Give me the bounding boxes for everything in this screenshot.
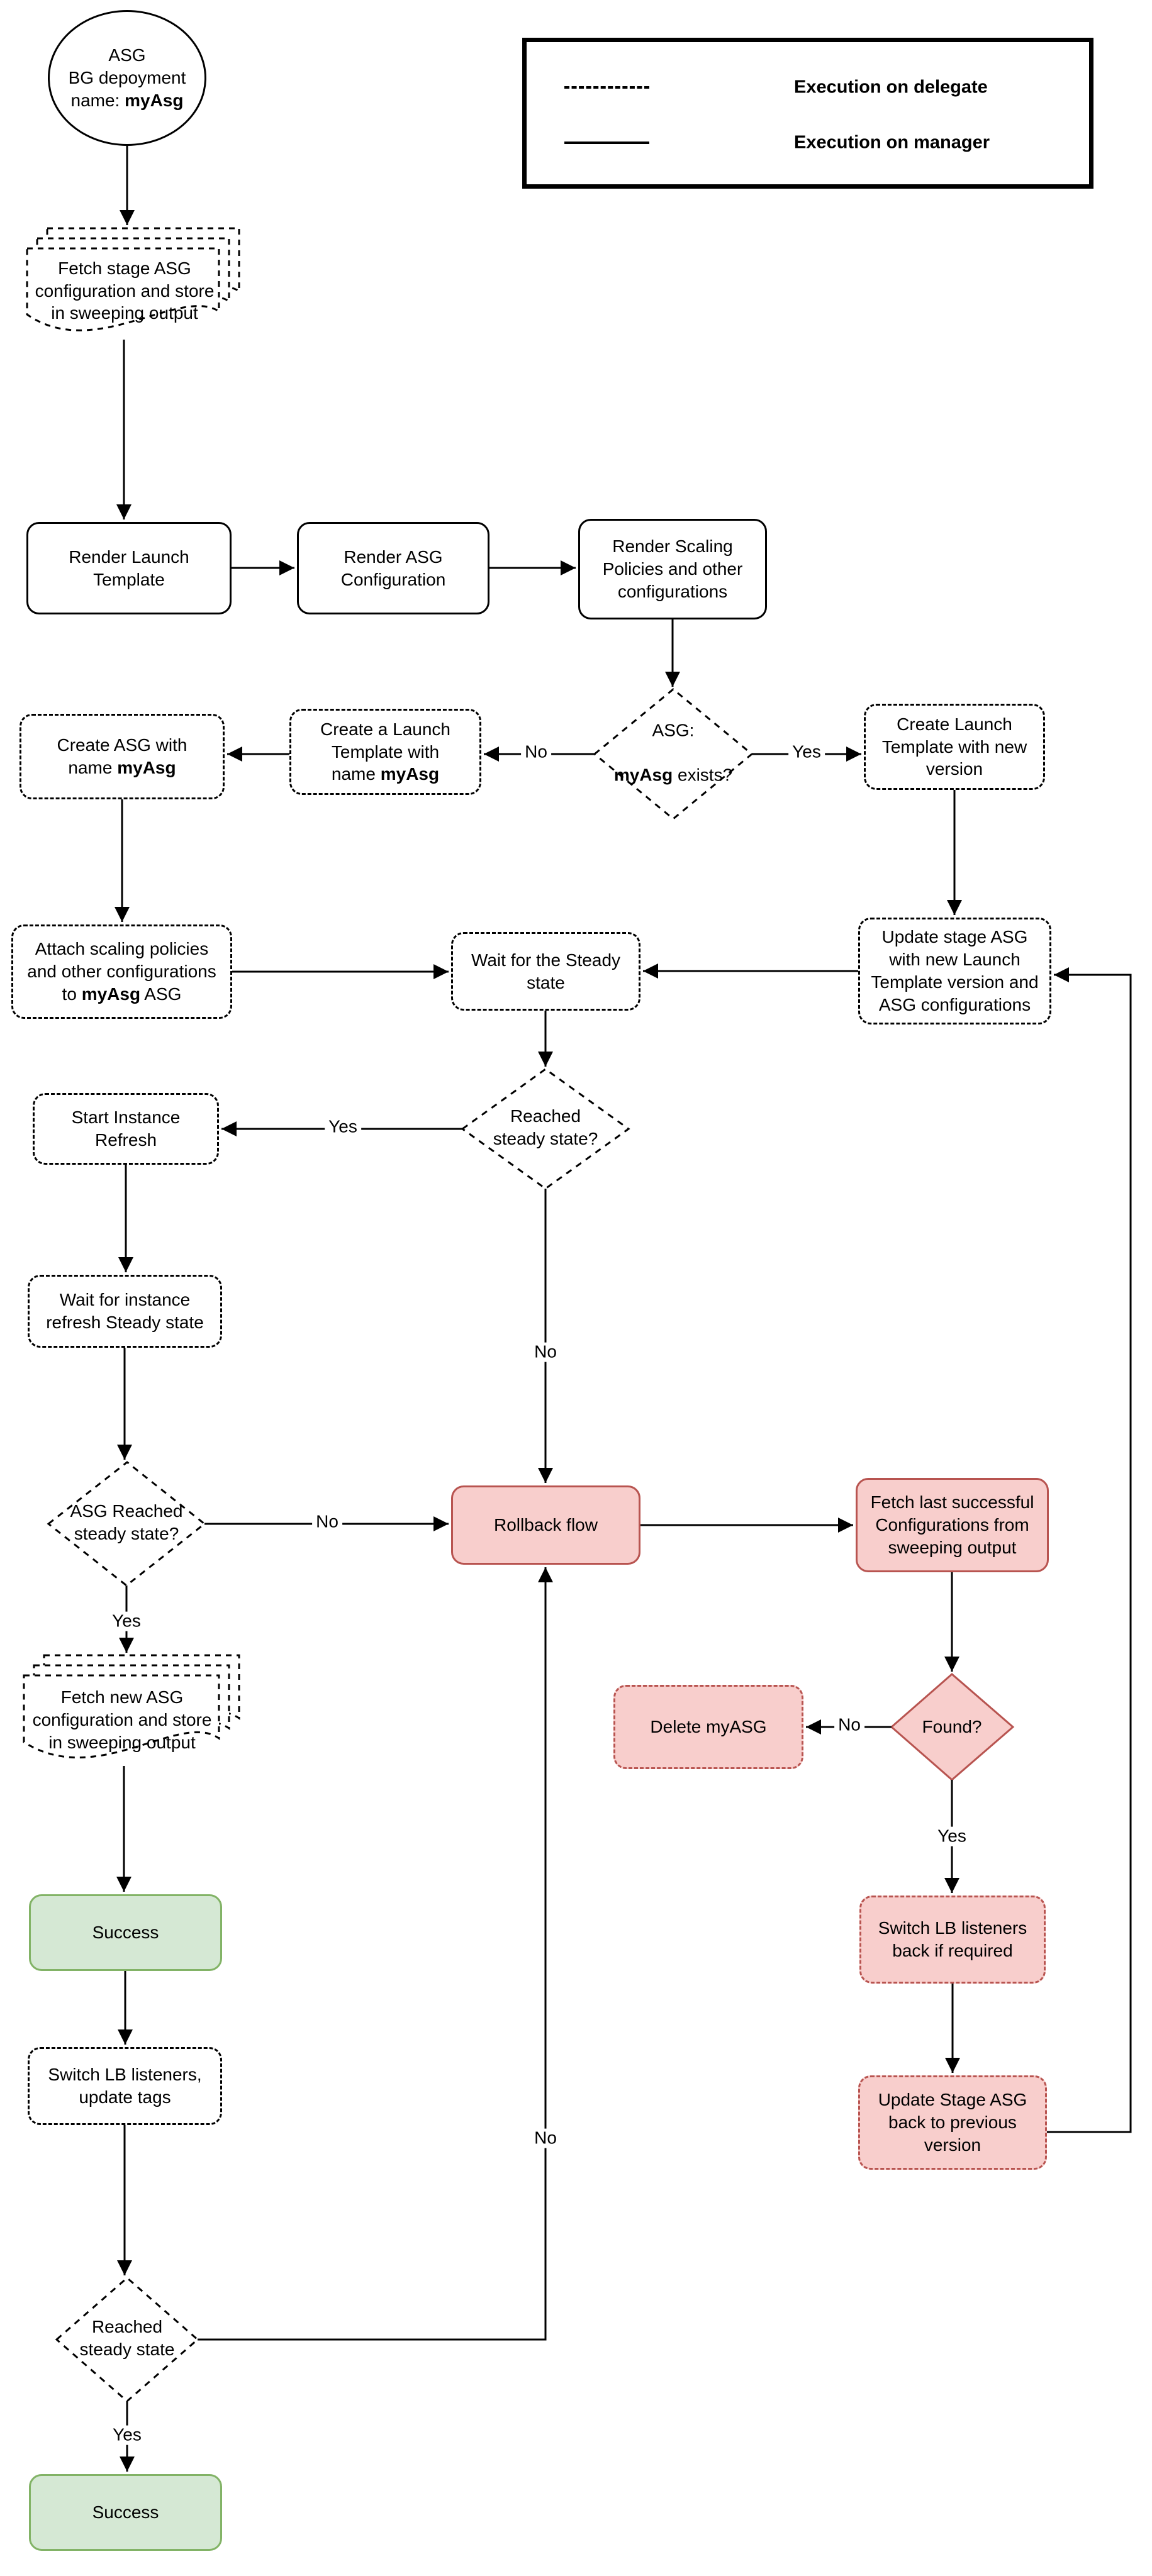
edge-label-no-asg-exists: No [521,742,551,762]
document-fetch-stage-asg [26,227,240,331]
node-create-launch-template-new: Create Launch Template with new version [864,704,1045,790]
label-asg-reached-steady: ASG Reached steady state? [70,1501,183,1543]
legend-solid-line-sample [564,142,649,144]
label-found: Found? [922,1717,982,1737]
edge-label-yes-asg-exists: Yes [788,742,825,762]
node-render-asg-configuration: Render ASG Configuration [297,522,489,614]
node-create-asg-myasg: Create ASG with name myAsg [20,714,225,799]
diamond-asg-reached-steady [47,1461,206,1587]
node-update-stage-asg: Update stage ASG with new Launch Templat… [858,918,1051,1024]
document-fetch-new-asg [23,1654,240,1759]
diamond-found [890,1673,1015,1781]
node-wait-steady-state: Wait for the Steady state [451,932,640,1011]
edge-update-back-to-update-stage [1047,967,1132,2133]
node-success-final: Success [29,2474,222,2551]
edge-label-yes-found: Yes [934,1826,970,1846]
node-render-launch-template: Render Launch Template [26,522,232,614]
label-reached-steady-final: Reached steady state [79,2317,175,2359]
edge-label-no-reached-final: No [530,2128,561,2148]
legend-manager-label: Execution on manager [794,132,990,153]
node-create-launch-template-myasg: Create a Launch Template with name myAsg [289,709,481,795]
node-wait-instance-refresh: Wait for instance refresh Steady state [28,1275,222,1348]
edge-label-no-asg-reached: No [312,1512,342,1532]
diamond-reached-steady [461,1068,630,1190]
node-switch-lb-listeners: Switch LB listeners, update tags [28,2047,222,2125]
node-render-scaling-policies: Render Scaling Policies and other config… [578,519,767,619]
label-asg-exists: ASG: myAsg exists? [613,720,733,785]
node-success-main: Success [29,1894,222,1971]
edge-label-no-reached-steady: No [530,1342,561,1362]
edge-label-no-found: No [834,1715,864,1735]
edge-label-yes-reached-steady: Yes [325,1117,361,1137]
legend: Execution on delegate Execution on manag… [522,38,1093,189]
node-delete-myasg: Delete myASG [613,1685,803,1769]
legend-dashed-line-sample [564,86,649,89]
edge-label-yes-asg-reached: Yes [108,1611,145,1631]
node-start-circle: ASG BG depoyment name: myAsg [48,10,206,146]
edge-reached-final-no-to-rollback [198,1567,553,2341]
node-fetch-stage-asg: Fetch stage ASG configuration and store … [35,258,215,323]
node-update-stage-asg-back: Update Stage ASG back to previous versio… [858,2075,1047,2170]
node-start-instance-refresh: Start Instance Refresh [33,1093,219,1165]
node-rollback-flow: Rollback flow [451,1485,640,1565]
diamond-reached-steady-final [55,2277,199,2402]
node-attach-scaling-policies: Attach scaling policies and other config… [11,924,232,1019]
label-reached-steady: Reached steady state? [493,1106,598,1148]
edge-label-yes-reached-final: Yes [109,2425,145,2445]
node-switch-lb-listeners-back: Switch LB listeners back if required [859,1896,1046,1984]
node-fetch-last-configurations: Fetch last successful Configurations fro… [856,1478,1049,1572]
legend-delegate-label: Execution on delegate [794,77,988,97]
node-fetch-new-asg: Fetch new ASG configuration and store in… [32,1687,212,1752]
